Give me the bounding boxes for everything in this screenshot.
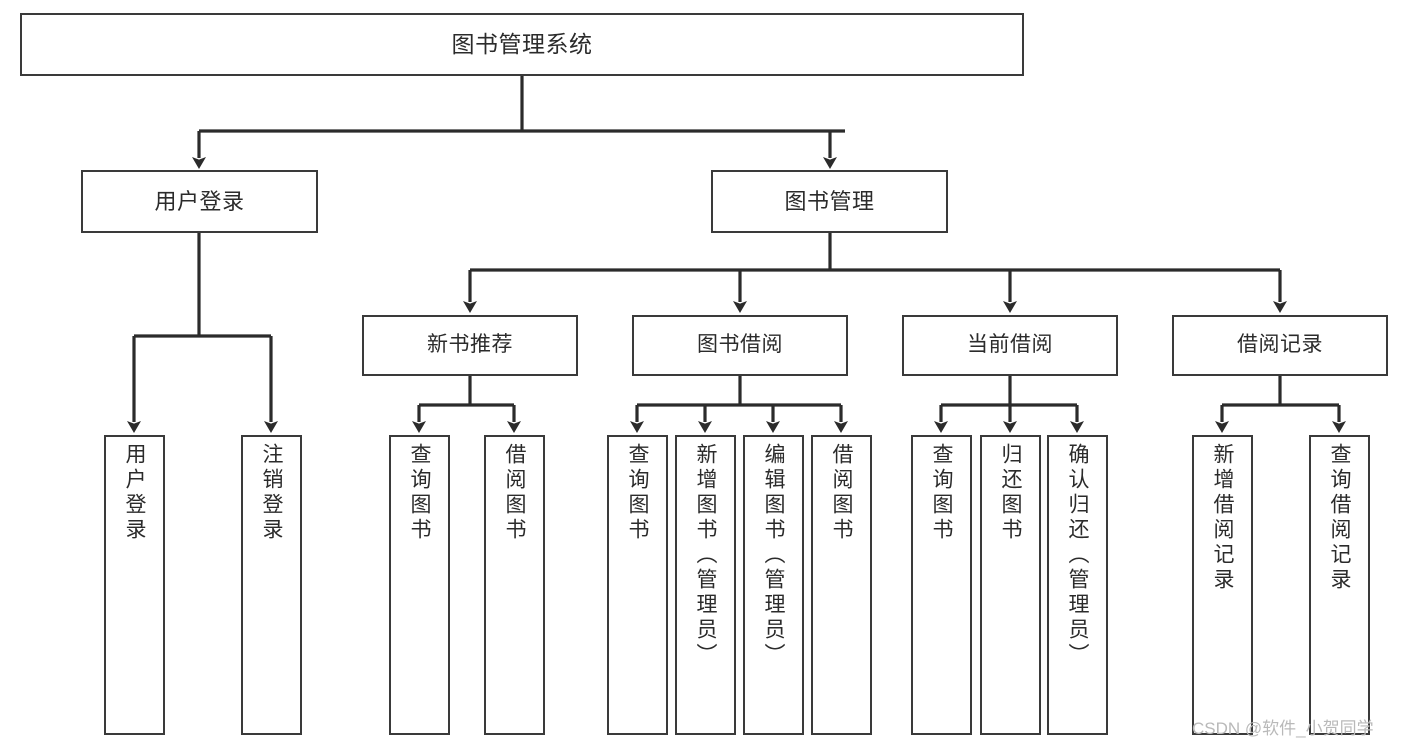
node-borrow-record[interactable]: 借阅记录 (1172, 315, 1388, 376)
node-leaf-user-login[interactable]: 用户登录 (104, 435, 165, 735)
node-label: 图书借阅 (697, 333, 783, 357)
node-label: 图书管理系统 (451, 30, 593, 57)
node-leaf-query-book-1[interactable]: 查询图书 (389, 435, 450, 735)
node-label: 查询图书 (626, 443, 649, 543)
node-label: 新增图书（管理员） (694, 443, 717, 668)
node-leaf-edit-book[interactable]: 编辑图书（管理员） (743, 435, 804, 735)
node-root-system[interactable]: 图书管理系统 (20, 13, 1024, 76)
node-label: 查询图书 (408, 443, 431, 543)
node-label: 用户登录 (123, 443, 146, 543)
node-label: 确认归还（管理员） (1066, 443, 1089, 668)
node-leaf-borrow-book-1[interactable]: 借阅图书 (484, 435, 545, 735)
node-current-borrow[interactable]: 当前借阅 (902, 315, 1118, 376)
node-label: 借阅记录 (1237, 333, 1323, 357)
node-label: 新增借阅记录 (1211, 443, 1234, 593)
node-user-login[interactable]: 用户登录 (81, 170, 318, 233)
node-book-borrow[interactable]: 图书借阅 (632, 315, 848, 376)
node-label: 查询借阅记录 (1328, 443, 1351, 593)
node-label: 归还图书 (999, 443, 1022, 543)
node-leaf-query-book-3[interactable]: 查询图书 (911, 435, 972, 735)
node-leaf-query-book-2[interactable]: 查询图书 (607, 435, 668, 735)
node-label: 图书管理 (784, 188, 875, 214)
node-leaf-confirm-return[interactable]: 确认归还（管理员） (1047, 435, 1108, 735)
node-label: 当前借阅 (967, 333, 1053, 357)
node-label: 编辑图书（管理员） (762, 443, 785, 668)
node-leaf-borrow-book-2[interactable]: 借阅图书 (811, 435, 872, 735)
node-label: 用户登录 (154, 188, 245, 214)
node-label: 新书推荐 (427, 333, 513, 357)
node-leaf-query-record[interactable]: 查询借阅记录 (1309, 435, 1370, 735)
node-label: 注销登录 (260, 443, 283, 543)
node-leaf-add-book[interactable]: 新增图书（管理员） (675, 435, 736, 735)
node-leaf-add-record[interactable]: 新增借阅记录 (1192, 435, 1253, 735)
node-label: 借阅图书 (503, 443, 526, 543)
node-label: 借阅图书 (830, 443, 853, 543)
node-label: 查询图书 (930, 443, 953, 543)
node-book-manage[interactable]: 图书管理 (711, 170, 948, 233)
csdn-watermark: CSDN @软件_小贺同学 (1192, 719, 1374, 738)
node-leaf-logout[interactable]: 注销登录 (241, 435, 302, 735)
node-leaf-return-book[interactable]: 归还图书 (980, 435, 1041, 735)
node-new-book-rec[interactable]: 新书推荐 (362, 315, 578, 376)
